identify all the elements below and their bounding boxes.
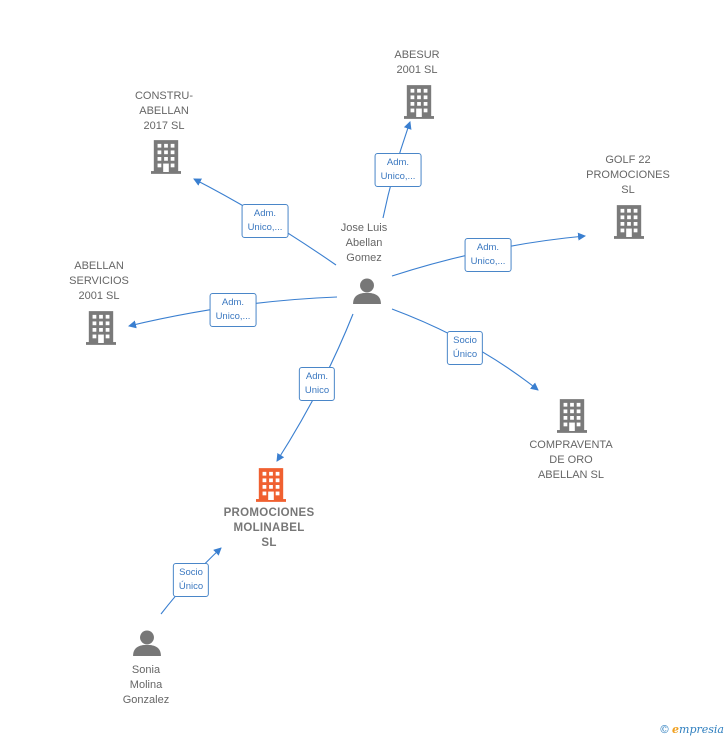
person-icon-jose-luis <box>353 278 381 304</box>
copyright-icon: © <box>659 723 671 736</box>
edge-label-to-abesur: Adm. Unico,... <box>374 153 422 187</box>
edge-label-to-compraventa: Socio Único <box>446 331 484 365</box>
building-icon-compraventa <box>557 399 587 433</box>
building-icon-construabellan <box>151 140 181 174</box>
node-label-golf22[interactable]: GOLF 22 PROMOCIONES SL <box>586 154 670 196</box>
building-icon-promociones-molinabel <box>256 468 286 502</box>
node-label-abesur[interactable]: ABESUR 2001 SL <box>394 49 440 76</box>
person-icon-sonia <box>133 630 161 656</box>
brand-name: mpresia <box>679 723 724 736</box>
brand-initial: e <box>672 723 680 736</box>
edge-label-to-golf22: Adm. Unico,... <box>464 238 512 272</box>
edge-label-to-abellan-servicios: Adm. Unico,... <box>209 293 257 327</box>
building-icon-abellan-servicios <box>86 311 116 345</box>
edge-label-sonia-to-promociones: Socio Único <box>172 563 210 597</box>
edge-label-to-construabellan: Adm. Unico,... <box>241 204 289 238</box>
building-icon-golf22 <box>614 205 644 239</box>
brand-footer[interactable]: ©empresia <box>659 723 724 736</box>
node-label-promociones-molinabel[interactable]: PROMOCIONES MOLINABEL SL <box>223 507 315 549</box>
node-label-construabellan[interactable]: CONSTRU- ABELLAN 2017 SL <box>134 90 194 132</box>
edge-label-to-promociones: Adm. Unico <box>298 367 336 401</box>
node-label-compraventa[interactable]: COMPRAVENTA DE ORO ABELLAN SL <box>529 439 613 481</box>
node-label-abellan-servicios[interactable]: ABELLAN SERVICIOS 2001 SL <box>69 260 129 302</box>
node-label-sonia: Sonia Molina Gonzalez <box>122 664 170 706</box>
building-icon-abesur <box>404 85 434 119</box>
node-label-jose-luis: Jose Luis Abellan Gomez <box>340 222 388 264</box>
